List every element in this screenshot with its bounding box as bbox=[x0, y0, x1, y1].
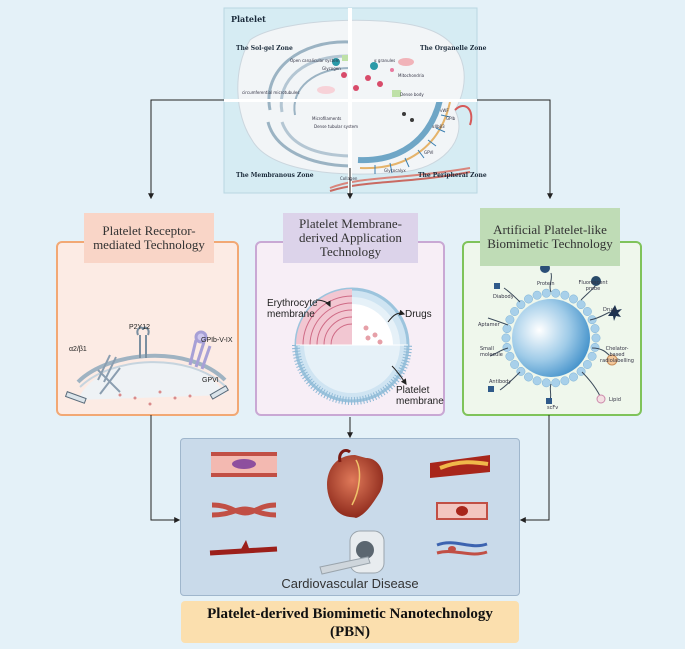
membrane-bead bbox=[516, 300, 526, 310]
label-erythrocyte-membrane: Erythrocyte membrane bbox=[267, 298, 318, 320]
membrane-bead bbox=[569, 372, 578, 382]
label-antibody: Antibody bbox=[489, 379, 512, 385]
label-scfv: scFv bbox=[547, 405, 559, 411]
membrane-bead bbox=[524, 372, 533, 382]
membrane-bead bbox=[576, 300, 586, 310]
footer-banner: Platelet-derived Biomimetic Nanotechnolo… bbox=[181, 601, 519, 643]
label-lipid: Lipid bbox=[609, 397, 621, 403]
membrane-bead bbox=[551, 288, 561, 298]
label-fluorescent-probe: Fluorescent probe bbox=[578, 280, 608, 292]
label-gpib-v-ix: GPIb-V-IX bbox=[201, 337, 233, 344]
label-dense-body: Dense body bbox=[400, 92, 424, 97]
artificial-illustration bbox=[487, 263, 622, 404]
membrane-bead bbox=[560, 290, 570, 300]
label-vwf: vWF bbox=[440, 108, 449, 113]
label-drug: Drug bbox=[603, 307, 616, 313]
cardio-illustrations bbox=[209, 448, 490, 575]
membrane-bead bbox=[524, 294, 533, 304]
footer-title: Platelet-derived Biomimetic Nanotechnolo… bbox=[207, 606, 493, 622]
artificial-panel-title: Artificial Platelet-like Biomimetic Tech… bbox=[480, 208, 620, 266]
label-open-canalicular: Open canalicular system bbox=[290, 58, 340, 63]
label-collagen: Collagen bbox=[340, 176, 358, 181]
label-diabody: Diabody bbox=[493, 294, 514, 300]
membrane-bead bbox=[532, 376, 542, 386]
zone-organelle-label: The Organelle Zone bbox=[420, 45, 487, 52]
membrane-bead bbox=[510, 360, 520, 369]
membrane-bead bbox=[502, 324, 512, 334]
label-glycogen: Glycogen bbox=[322, 66, 341, 71]
label-gpvi-small: GPVI bbox=[424, 150, 434, 155]
label-glycocalyx: Glycocalyx bbox=[384, 168, 406, 173]
receptor-panel-title: Platelet Receptor-mediated Technology bbox=[84, 213, 214, 263]
membrane-bead bbox=[541, 378, 551, 388]
receptor-illustration bbox=[64, 326, 229, 406]
label-chelator: Chelator-based radiolabelling bbox=[600, 346, 634, 364]
label-p2y12: P2Y12 bbox=[129, 324, 151, 331]
membrane-bead bbox=[501, 333, 511, 343]
label-integrin: αIIbβ3 bbox=[432, 124, 445, 129]
label-alpha-granules: α granules bbox=[374, 58, 396, 63]
footer-abbr: (PBN) bbox=[330, 624, 370, 640]
label-microtubules: circumferential microtubules bbox=[242, 90, 300, 95]
label-gpib: GPIb bbox=[446, 116, 456, 121]
membrane-bead bbox=[587, 351, 597, 361]
label-aptamer: Aptamer bbox=[478, 322, 500, 328]
label-microfilaments: Microfilaments bbox=[312, 116, 342, 121]
membrane-bead bbox=[569, 294, 578, 304]
platelet-title: Platelet bbox=[231, 14, 266, 24]
arrows bbox=[148, 99, 553, 523]
label-small-molecule: Small molecule bbox=[480, 346, 503, 358]
cardio-title: Cardiovascular Disease bbox=[281, 576, 419, 591]
label-protein: Protein bbox=[537, 281, 555, 287]
label-mitochondria: Mitochondria bbox=[398, 73, 425, 78]
membrane-bead bbox=[582, 307, 592, 316]
membrane-bead bbox=[502, 342, 512, 352]
membrane-bead bbox=[505, 351, 515, 361]
label-a2b1: α2/β1 bbox=[69, 346, 87, 353]
membrane-bead bbox=[505, 315, 515, 325]
membrane-bead bbox=[582, 360, 592, 369]
membrane-panel-title: Platelet Membrane-derived Application Te… bbox=[283, 213, 418, 263]
membrane-bead bbox=[551, 378, 561, 388]
label-drugs: Drugs bbox=[405, 309, 432, 320]
membrane-bead bbox=[591, 333, 601, 343]
zone-solgel-label: The Sol-gel Zone bbox=[236, 45, 293, 52]
label-platelet-membrane: Platelet membrane bbox=[396, 385, 444, 407]
membrane-bead bbox=[532, 290, 542, 300]
membrane-bead bbox=[560, 376, 570, 386]
membrane-bead bbox=[510, 307, 520, 316]
label-dense-tubular: Dense tubular system bbox=[314, 124, 359, 129]
zone-peripheral-label: The Peripheral Zone bbox=[418, 172, 487, 179]
membrane-bead bbox=[541, 288, 551, 298]
membrane-illustration bbox=[292, 287, 412, 405]
membrane-bead bbox=[590, 324, 600, 334]
label-gpvi: GPVI bbox=[202, 377, 219, 384]
platelet-box bbox=[223, 7, 478, 194]
zone-membranous-label: The Membranous Zone bbox=[236, 172, 314, 179]
membrane-bead bbox=[590, 342, 600, 352]
